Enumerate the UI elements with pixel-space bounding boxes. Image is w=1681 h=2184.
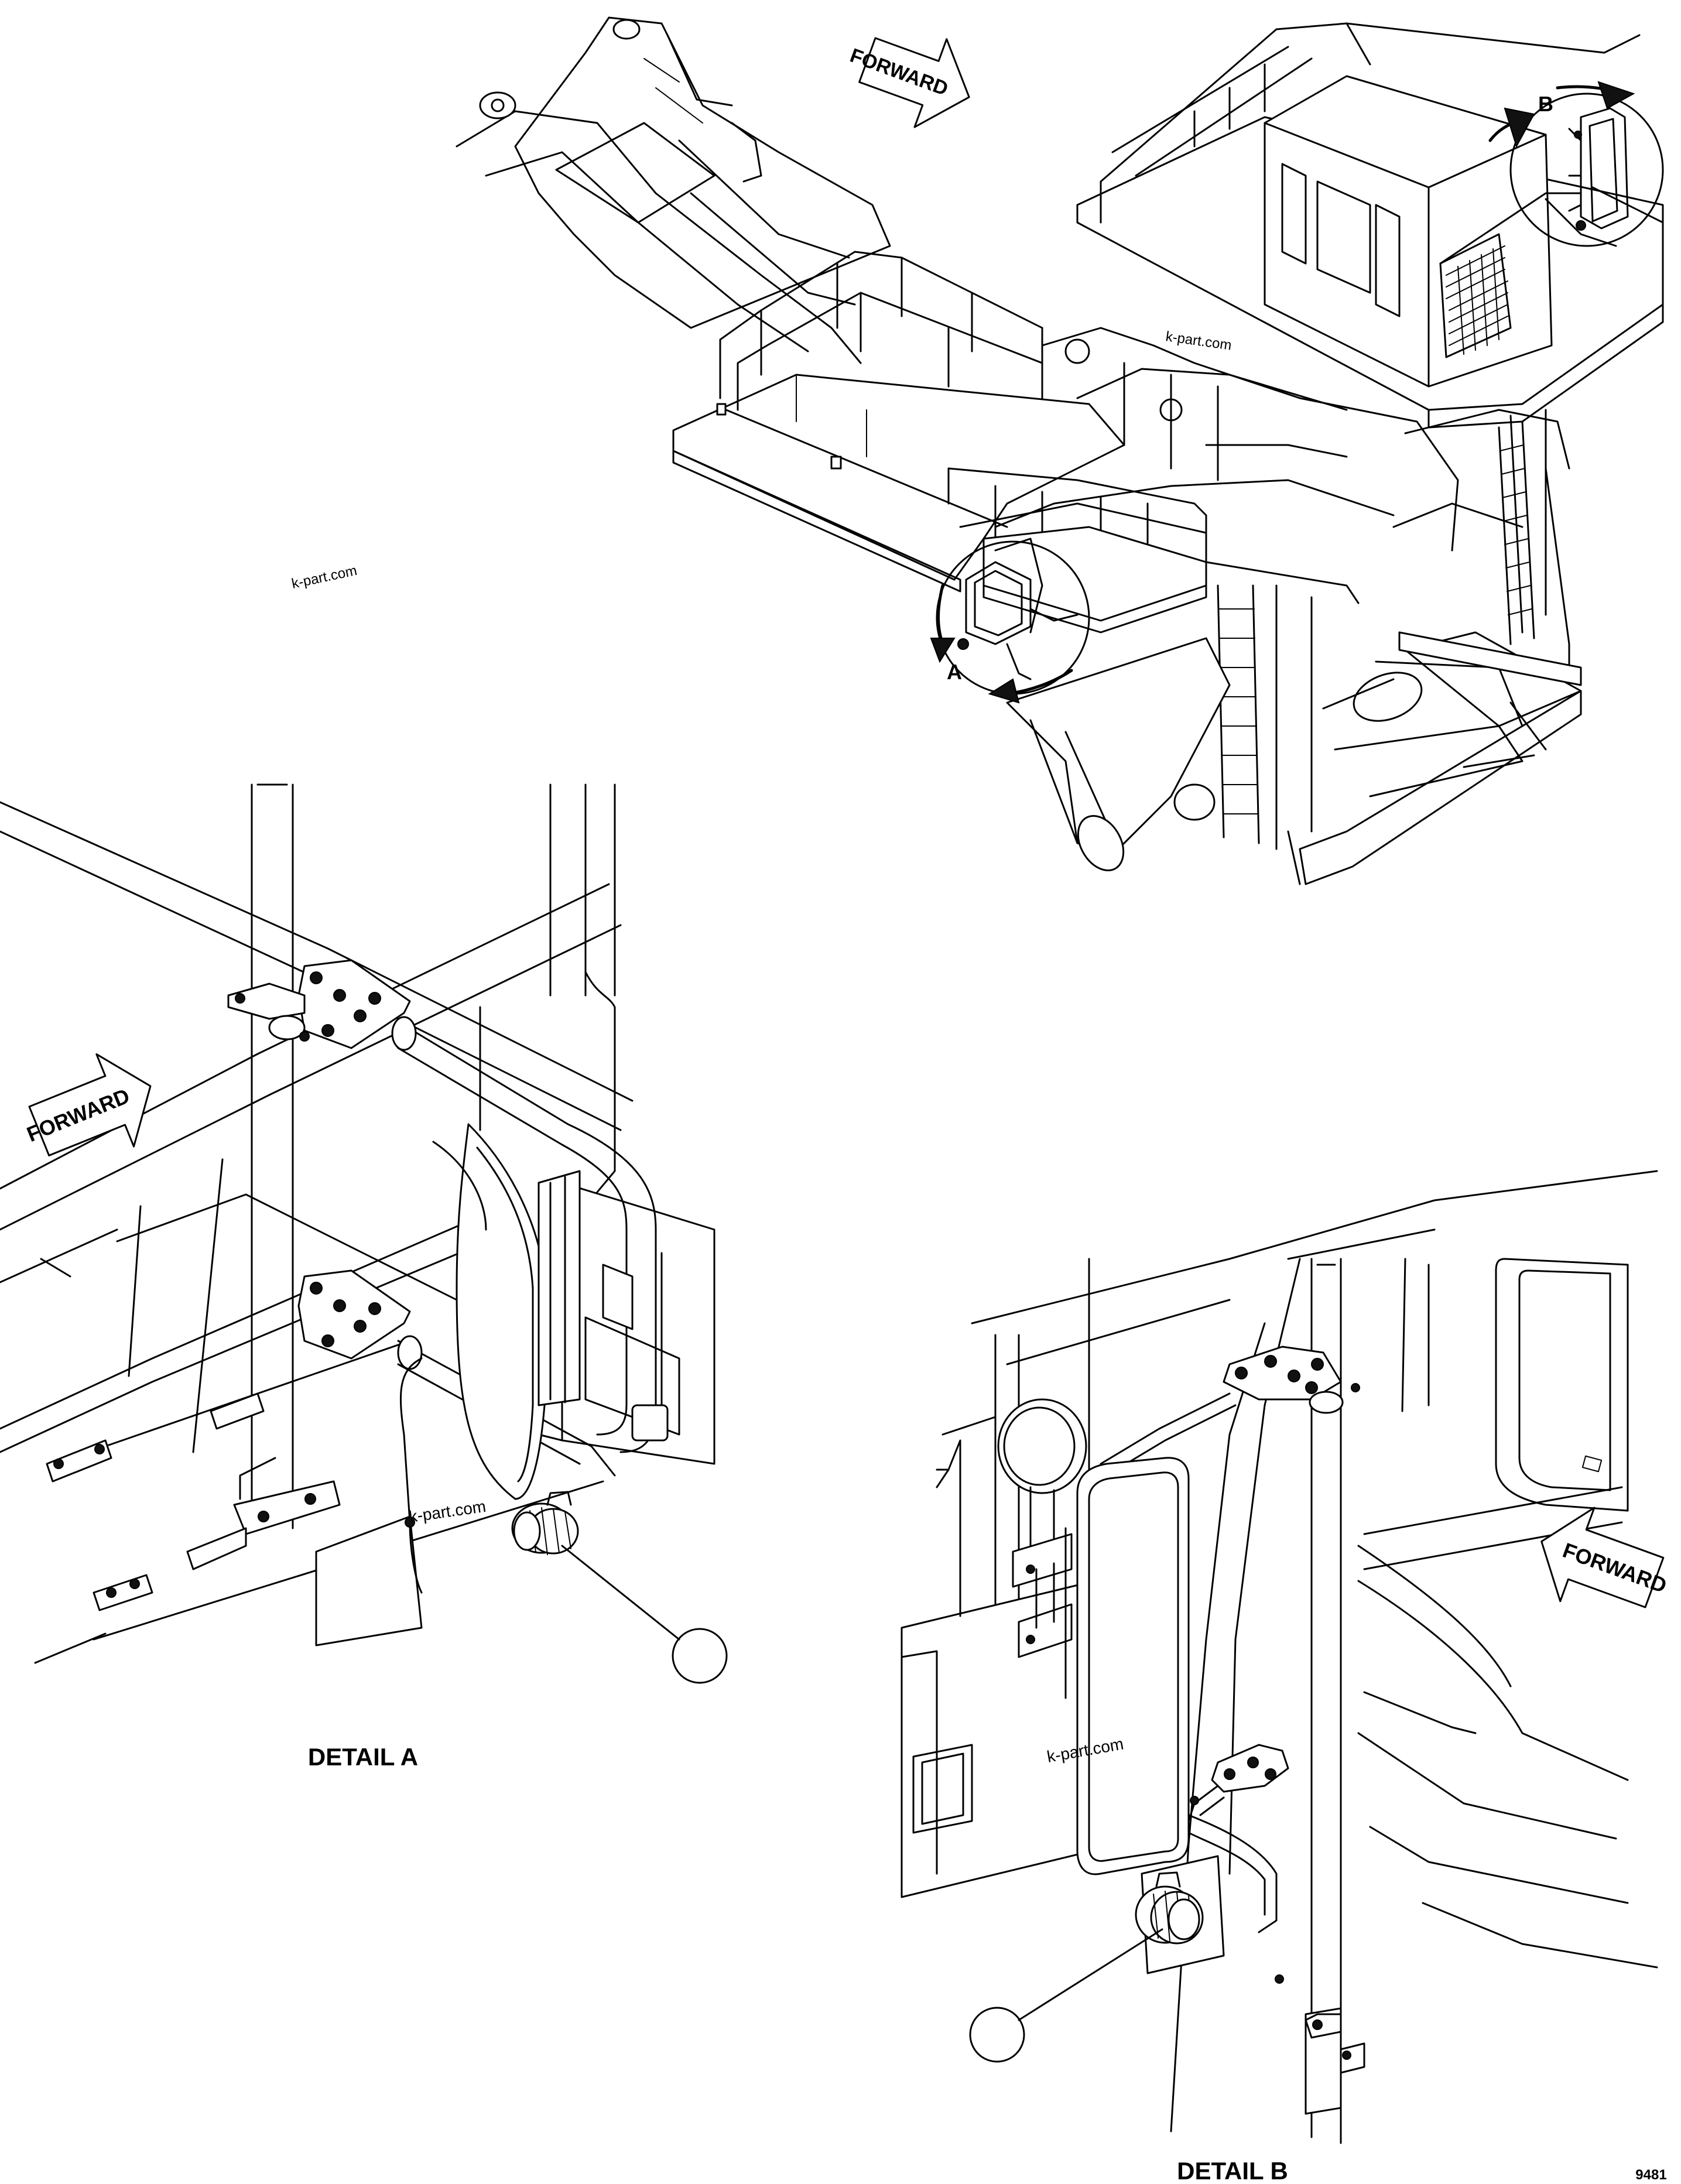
mirror-arm-a: [391, 1016, 669, 1453]
operator-cab: [1264, 75, 1582, 388]
callout-a-label: A: [947, 660, 962, 684]
detail-a-title: DETAIL A: [308, 1743, 418, 1771]
detail-b-callout: B: [1488, 81, 1664, 247]
detail-a-callout: A: [930, 538, 1090, 704]
lower-carbody: [1006, 631, 1582, 885]
watermark-main-1: k-part.com: [1165, 328, 1232, 354]
work-light-a[interactable]: [511, 1491, 579, 1555]
work-light-b[interactable]: [1135, 1871, 1204, 1945]
item-balloon-b: [969, 2007, 1025, 2063]
main-machine-view: FORWARD B: [290, 16, 1664, 885]
right-ladder: [1392, 420, 1570, 669]
mirror-a[interactable]: [432, 1006, 634, 1500]
boom-assembly: [456, 16, 891, 364]
drawing-number: 9481: [1635, 2167, 1666, 2183]
mirror-mount-upper-a: [227, 959, 411, 1049]
center-ladder: [1217, 584, 1313, 850]
forward-arrow-detail-a: FORWARD: [23, 1053, 152, 1156]
callout-b-label: B: [1538, 92, 1553, 116]
item-balloon-a: [672, 1628, 728, 1684]
detail-a-view: FORWARD k-part.com DETAIL A: [0, 783, 728, 1771]
watermark-main-2: k-part.com: [290, 563, 358, 592]
detail-b-title: DETAIL B: [1177, 2157, 1288, 2184]
forward-arrow-main: FORWARD: [847, 37, 970, 128]
base-plates-a: [46, 1392, 341, 1611]
mirror-mount-upper-b: [1100, 1346, 1360, 1477]
convex-mirror-b[interactable]: [997, 1398, 1087, 1699]
left-handrail: [716, 251, 1043, 470]
detail-b-view: FORWARD k-part.com DETAIL B: [901, 1170, 1670, 2184]
mirror-b[interactable]: [1076, 1457, 1190, 1875]
forward-arrow-detail-b: FORWARD: [1540, 1507, 1670, 1608]
mirror-mount-lower-a: [297, 1269, 616, 1477]
mirror-mount-lower-b: [1187, 1744, 1289, 1933]
main-deck: [672, 374, 1125, 593]
